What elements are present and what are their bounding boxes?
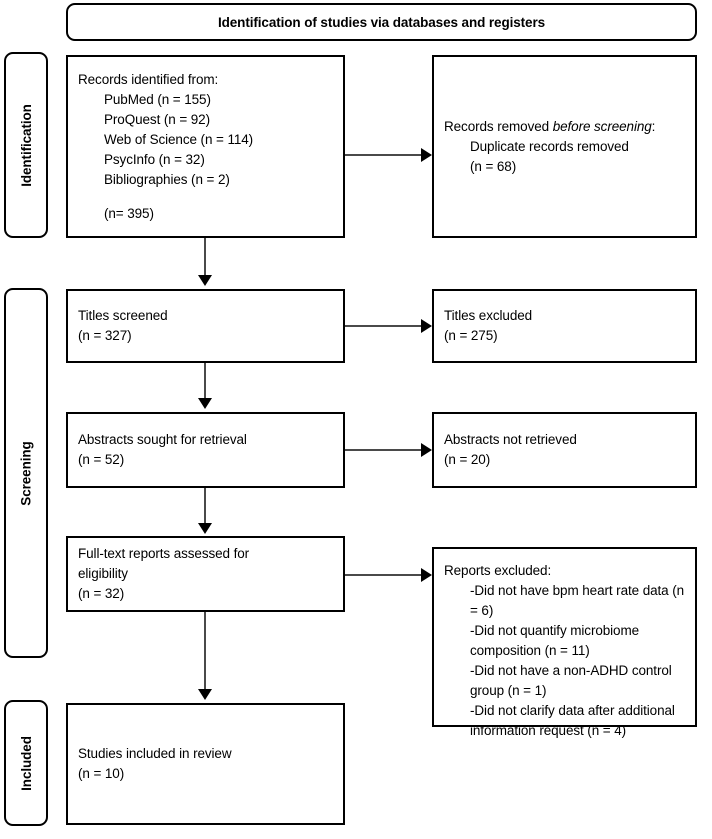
titles-screened-count: (n = 327) xyxy=(78,328,132,343)
connector-identified-to-removed xyxy=(345,154,421,156)
fulltext-assessed-label-line1: Full-text reports assessed for xyxy=(78,546,250,561)
records-source-pubmed: PubMed (n = 155) xyxy=(104,91,211,107)
stage-label-screening-text: Screening xyxy=(18,440,34,506)
records-source-psycinfo: PsycInfo (n = 32) xyxy=(104,151,205,167)
diagram-header-banner: Identification of studies via databases … xyxy=(66,3,697,41)
box-reports-excluded: Reports excluded: -Did not have bpm hear… xyxy=(432,547,697,738)
records-removed-heading: Records removed before screening: xyxy=(444,117,685,137)
box-fulltext-assessed-content: Full-text reports assessed for eligibili… xyxy=(68,544,343,604)
stage-label-included-text: Included xyxy=(18,735,34,791)
reports-excluded-reason-4: -Did not clarify data after additional i… xyxy=(470,703,675,738)
stage-label-identification: Identification xyxy=(4,52,48,238)
connector-identified-to-titles xyxy=(204,238,206,278)
box-reports-excluded-content: Reports excluded: -Did not have bpm hear… xyxy=(434,549,695,741)
box-records-identified-content: Records identified from: PubMed (n = 155… xyxy=(68,70,343,224)
connector-titles-to-excluded xyxy=(345,325,421,327)
records-removed-detail: Duplicate records removed xyxy=(470,138,629,154)
connector-fulltext-to-reports-excluded xyxy=(345,574,421,576)
connector-titles-to-excluded-arrowhead xyxy=(421,319,432,333)
box-abstracts-not-retrieved-content: Abstracts not retrieved (n = 20) xyxy=(434,430,695,470)
studies-included-label: Studies included in review xyxy=(78,746,232,761)
stage-label-identification-text: Identification xyxy=(18,103,34,187)
connector-titles-to-abstracts-arrowhead xyxy=(198,398,212,409)
reports-excluded-reason-3: -Did not have a non-ADHD control group (… xyxy=(470,663,672,698)
connector-titles-to-abstracts xyxy=(204,363,206,401)
records-removed-lead: Records removed xyxy=(444,118,553,134)
stage-label-included: Included xyxy=(4,700,48,826)
abstracts-sought-count: (n = 52) xyxy=(78,452,125,467)
connector-fulltext-to-included xyxy=(204,612,206,692)
box-titles-screened: Titles screened (n = 327) xyxy=(66,289,345,363)
connector-identified-to-removed-arrowhead xyxy=(421,148,432,162)
connector-abstracts-to-fulltext xyxy=(204,488,206,526)
box-titles-screened-content: Titles screened (n = 327) xyxy=(68,306,343,346)
records-identified-title: Records identified from: xyxy=(78,71,219,87)
box-fulltext-assessed: Full-text reports assessed for eligibili… xyxy=(66,536,345,612)
box-records-removed-content: Records removed before screening: Duplic… xyxy=(434,117,695,177)
box-titles-excluded: Titles excluded (n = 275) xyxy=(432,289,697,363)
box-records-removed: Records removed before screening: Duplic… xyxy=(432,55,697,238)
titles-screened-label: Titles screened xyxy=(78,308,168,323)
box-abstracts-sought: Abstracts sought for retrieval (n = 52) xyxy=(66,412,345,488)
records-source-web-of-science: Web of Science (n = 114) xyxy=(104,131,254,147)
connector-abstracts-to-fulltext-arrowhead xyxy=(198,523,212,534)
box-titles-excluded-content: Titles excluded (n = 275) xyxy=(434,306,695,346)
titles-excluded-count: (n = 275) xyxy=(444,328,498,343)
records-removed-count: (n = 68) xyxy=(470,158,517,174)
fulltext-assessed-label-line2: eligibility xyxy=(78,566,128,581)
titles-excluded-label: Titles excluded xyxy=(444,308,533,323)
stage-label-screening: Screening xyxy=(4,288,48,658)
connector-identified-to-titles-arrowhead xyxy=(198,275,212,286)
records-identified-spacer xyxy=(78,190,333,204)
records-removed-emphasis: before screening xyxy=(552,118,652,134)
box-studies-included-content: Studies included in review (n = 10) xyxy=(68,744,343,784)
abstracts-not-retrieved-count: (n = 20) xyxy=(444,452,491,467)
box-records-identified: Records identified from: PubMed (n = 155… xyxy=(66,55,345,238)
connector-fulltext-to-reports-excluded-arrowhead xyxy=(421,568,432,582)
records-removed-colon: : xyxy=(651,118,656,134)
fulltext-assessed-count: (n = 32) xyxy=(78,586,125,601)
records-identified-total: (n= 395) xyxy=(104,205,154,221)
abstracts-sought-label: Abstracts sought for retrieval xyxy=(78,432,247,447)
diagram-title: Identification of studies via databases … xyxy=(217,14,546,30)
box-abstracts-not-retrieved: Abstracts not retrieved (n = 20) xyxy=(432,412,697,488)
records-source-bibliographies: Bibliographies (n = 2) xyxy=(104,171,230,187)
reports-excluded-title: Reports excluded: xyxy=(444,563,552,578)
reports-excluded-reason-2: -Did not quantify microbiome composition… xyxy=(470,623,640,658)
reports-excluded-reason-1: -Did not have bpm heart rate data (n = 6… xyxy=(470,583,685,618)
box-abstracts-sought-content: Abstracts sought for retrieval (n = 52) xyxy=(68,430,343,470)
box-studies-included: Studies included in review (n = 10) xyxy=(66,703,345,825)
connector-abstracts-to-not-retrieved-arrowhead xyxy=(421,443,432,457)
records-source-proquest: ProQuest (n = 92) xyxy=(104,111,210,127)
abstracts-not-retrieved-label: Abstracts not retrieved xyxy=(444,432,577,447)
connector-abstracts-to-not-retrieved xyxy=(345,449,421,451)
connector-fulltext-to-included-arrowhead xyxy=(198,689,212,700)
studies-included-count: (n = 10) xyxy=(78,766,125,781)
